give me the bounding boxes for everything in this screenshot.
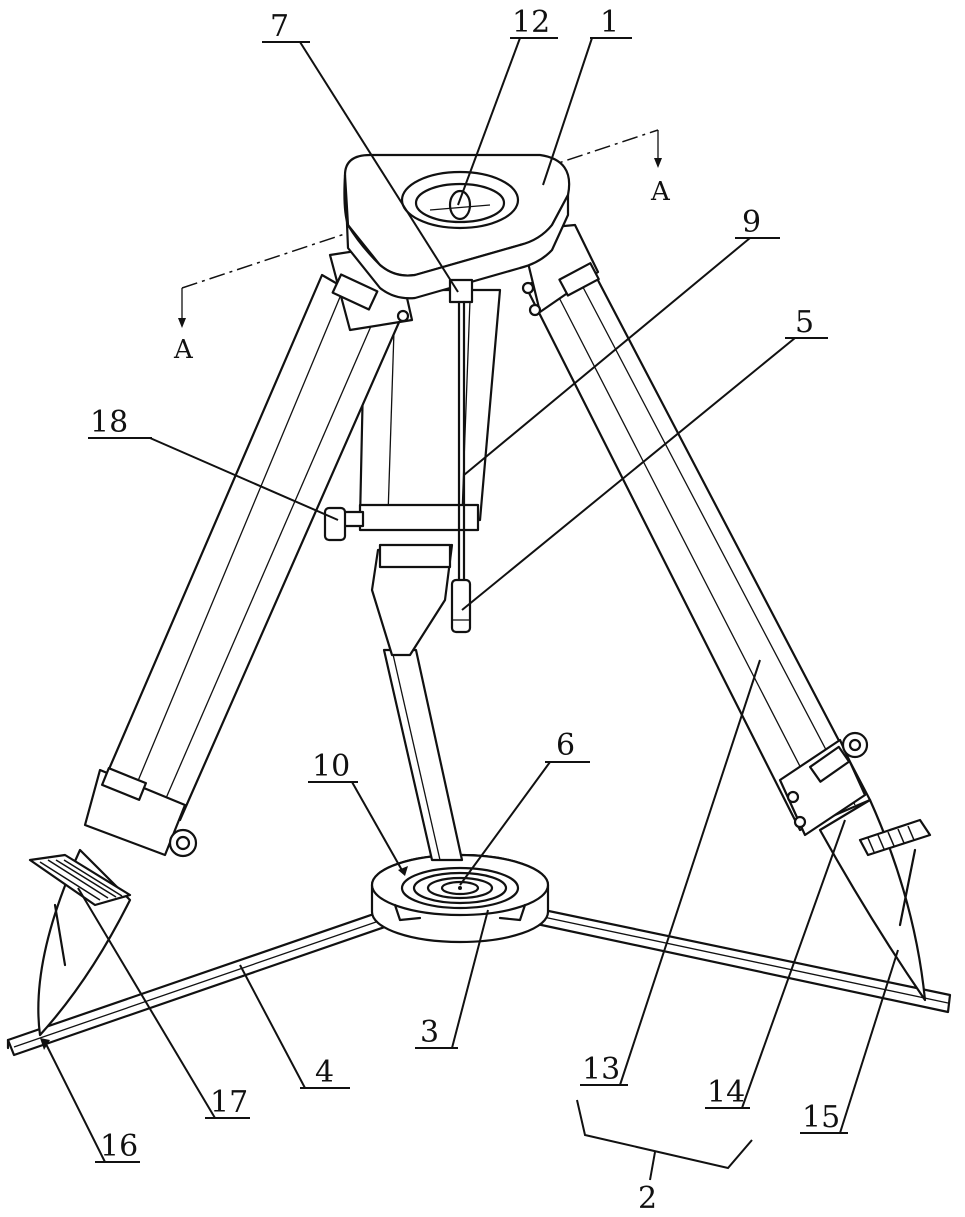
label-15: 15 bbox=[802, 1100, 840, 1135]
label-3: 3 bbox=[420, 1015, 439, 1050]
label-18: 18 bbox=[90, 405, 128, 440]
label-12: 12 bbox=[512, 5, 550, 40]
center-base-disk bbox=[372, 855, 548, 942]
label-17: 17 bbox=[210, 1085, 248, 1120]
label-5: 5 bbox=[795, 305, 814, 340]
label-1: 1 bbox=[600, 5, 619, 40]
label-10: 10 bbox=[312, 749, 350, 784]
label-2: 2 bbox=[638, 1181, 657, 1216]
lock-knob-18 bbox=[325, 508, 363, 540]
label-7: 7 bbox=[270, 9, 289, 44]
right-leg bbox=[520, 225, 930, 1000]
label-13: 13 bbox=[582, 1052, 620, 1087]
section-mark-left: A bbox=[173, 335, 194, 365]
label-14: 14 bbox=[707, 1075, 745, 1110]
left-leg bbox=[30, 245, 415, 1035]
label-16: 16 bbox=[100, 1129, 138, 1164]
label-9: 9 bbox=[742, 205, 761, 240]
label-6: 6 bbox=[556, 728, 575, 763]
section-mark-right: A bbox=[650, 177, 671, 207]
label-4: 4 bbox=[315, 1055, 334, 1090]
back-leg bbox=[360, 290, 500, 860]
